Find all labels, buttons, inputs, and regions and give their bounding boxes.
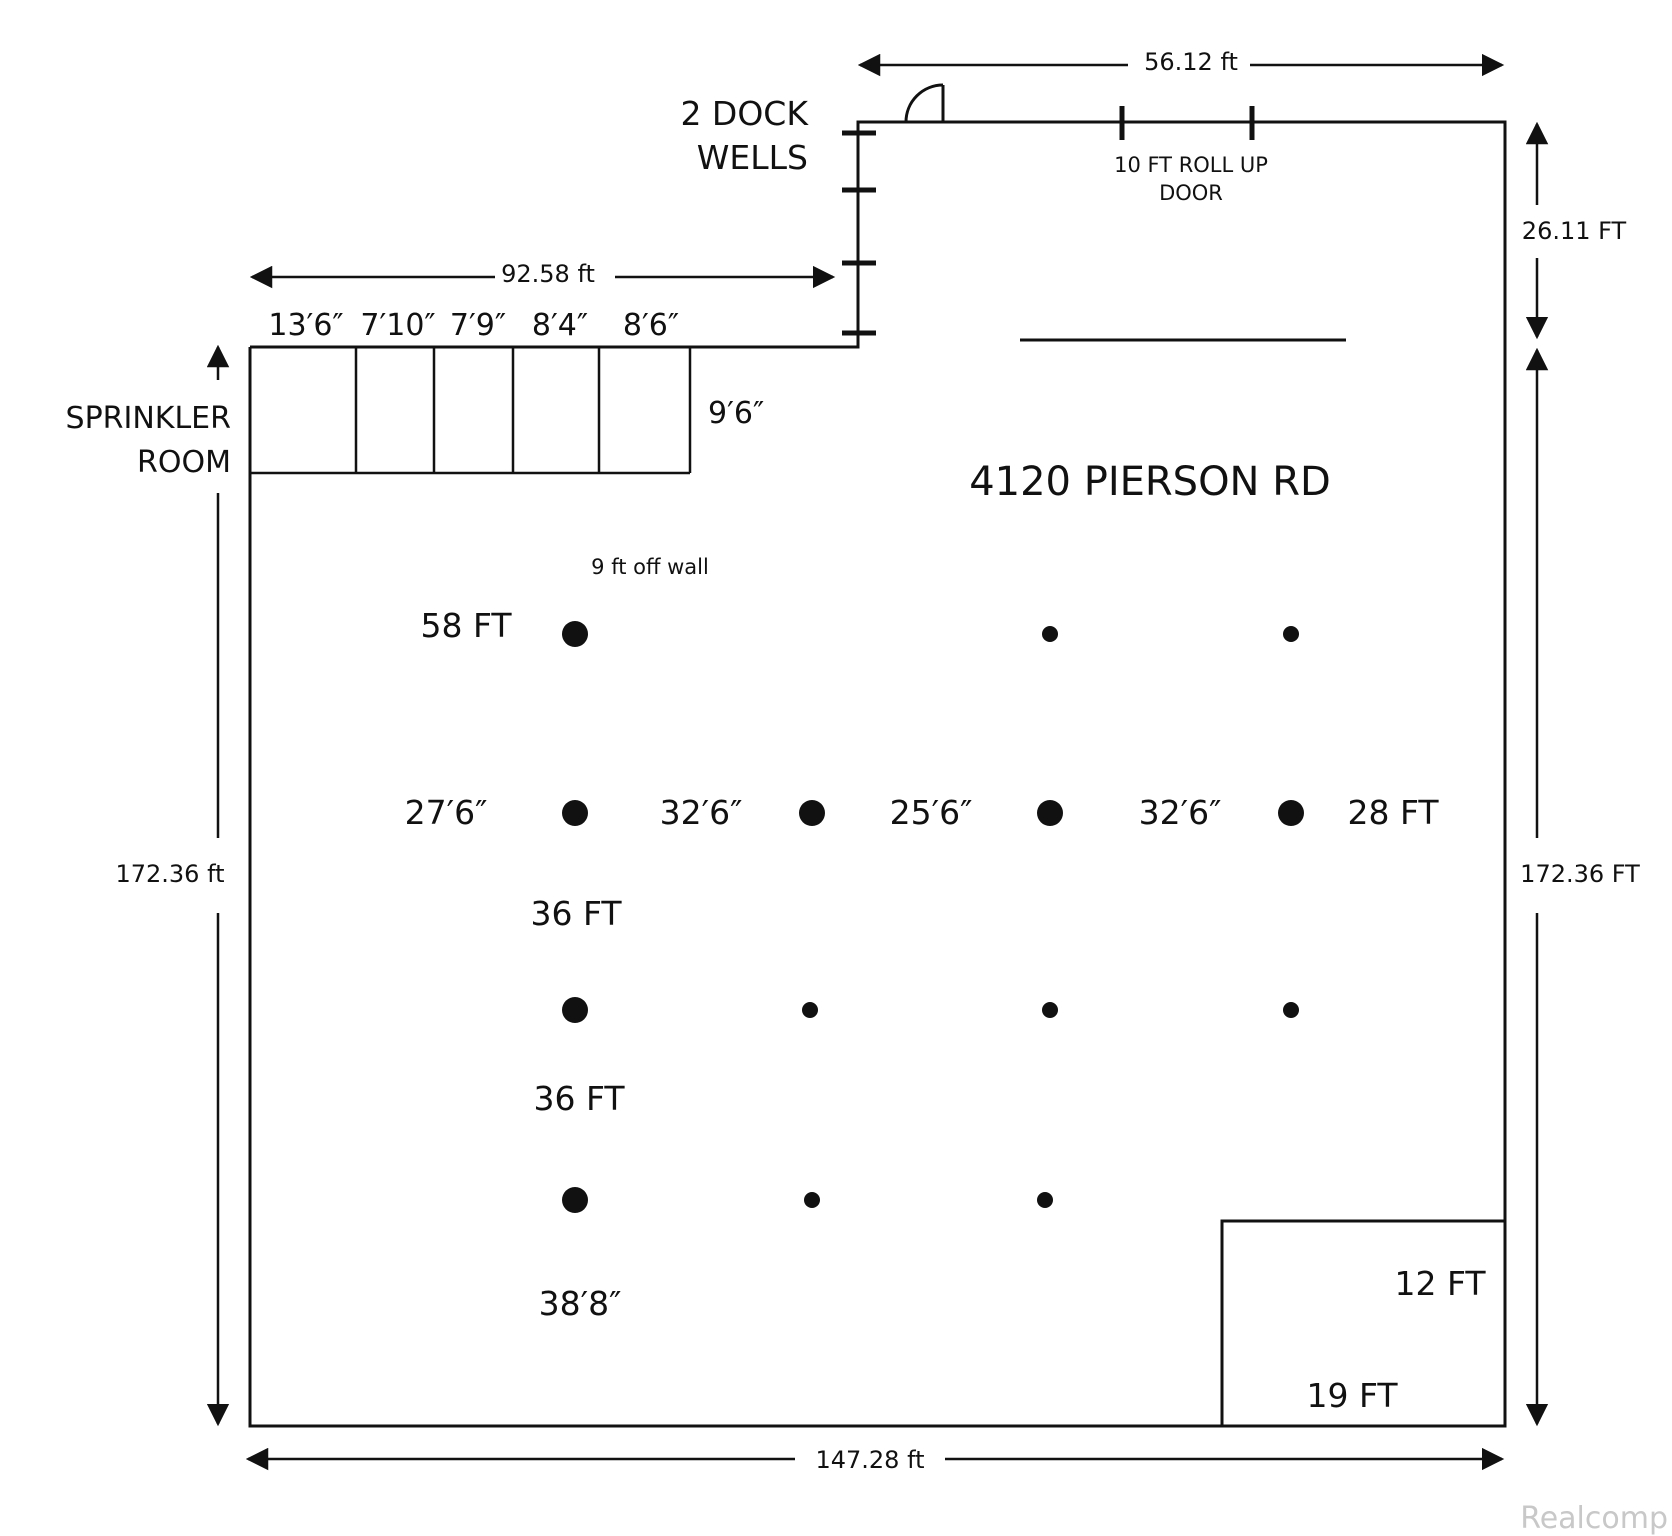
room-width-1: 13′6″: [268, 308, 343, 343]
roll-up-door-markers: [1119, 106, 1255, 140]
room-depth: 9′6″: [708, 396, 764, 431]
column-post: [562, 621, 588, 647]
sprinkler-room-label-line1: SPRINKLER: [66, 401, 231, 436]
room-width-5: 8′6″: [623, 308, 679, 343]
room-width-2: 7′10″: [360, 308, 435, 343]
column-post: [562, 800, 588, 826]
office-height-label: 12 FT: [1394, 1264, 1486, 1303]
dimension-lines: [206, 53, 1549, 1471]
column-post: [1283, 1002, 1299, 1018]
column-post: [1037, 1192, 1053, 1208]
office-width-label: 19 FT: [1306, 1376, 1398, 1415]
right-height-label: 172.36 FT: [1520, 860, 1640, 888]
office-box: [1220, 1219, 1507, 1428]
top-right-width-label: 56.12 ft: [1144, 48, 1238, 76]
dock-well-markers: [842, 130, 876, 336]
column-post: [1278, 800, 1304, 826]
dock-wells-label-line1: 2 DOCK: [680, 94, 809, 133]
page-title: 4120 PIERSON RD: [969, 459, 1331, 505]
column-post: [802, 1002, 818, 1018]
column-post: [804, 1192, 820, 1208]
roll-up-door-label-line2: DOOR: [1159, 181, 1223, 205]
spacing-36ft-a: 36 FT: [530, 894, 622, 933]
column-post: [799, 800, 825, 826]
sprinkler-room-label-line2: ROOM: [137, 445, 231, 480]
bottom-width-label: 147.28 ft: [815, 1446, 924, 1474]
top-left-width-label: 92.58 ft: [501, 260, 595, 288]
dock-wells-label-line2: WELLS: [697, 138, 808, 177]
support-columns: [562, 621, 1304, 1213]
column-post: [562, 1187, 588, 1213]
spacing-58ft: 58 FT: [420, 606, 512, 645]
column-post: [1042, 626, 1058, 642]
column-post: [1283, 626, 1299, 642]
spacing-32-6-b: 32′6″: [1139, 793, 1222, 832]
left-height-label: 172.36 ft: [115, 860, 224, 888]
room-strip: [250, 347, 692, 475]
right-upper-height-label: 26.11 FT: [1522, 217, 1627, 245]
column-post: [1042, 1002, 1058, 1018]
door-swing-icon: [904, 83, 945, 123]
spacing-28ft: 28 FT: [1347, 793, 1439, 832]
spacing-32-6-a: 32′6″: [660, 793, 743, 832]
column-post: [562, 997, 588, 1023]
room-width-3: 7′9″: [450, 308, 506, 343]
spacing-27-6: 27′6″: [405, 793, 488, 832]
roll-up-door-label-line1: 10 FT ROLL UP: [1114, 153, 1268, 177]
spacing-25-6: 25′6″: [890, 793, 973, 832]
off-wall-note: 9 ft off wall: [591, 555, 709, 579]
spacing-36ft-b: 36 FT: [533, 1079, 625, 1118]
realcomp-watermark: Realcomp: [1520, 1501, 1668, 1536]
column-post: [1037, 800, 1063, 826]
spacing-38-8: 38′8″: [539, 1284, 622, 1323]
building-outline: [248, 120, 1507, 1428]
room-width-4: 8′4″: [532, 308, 588, 343]
